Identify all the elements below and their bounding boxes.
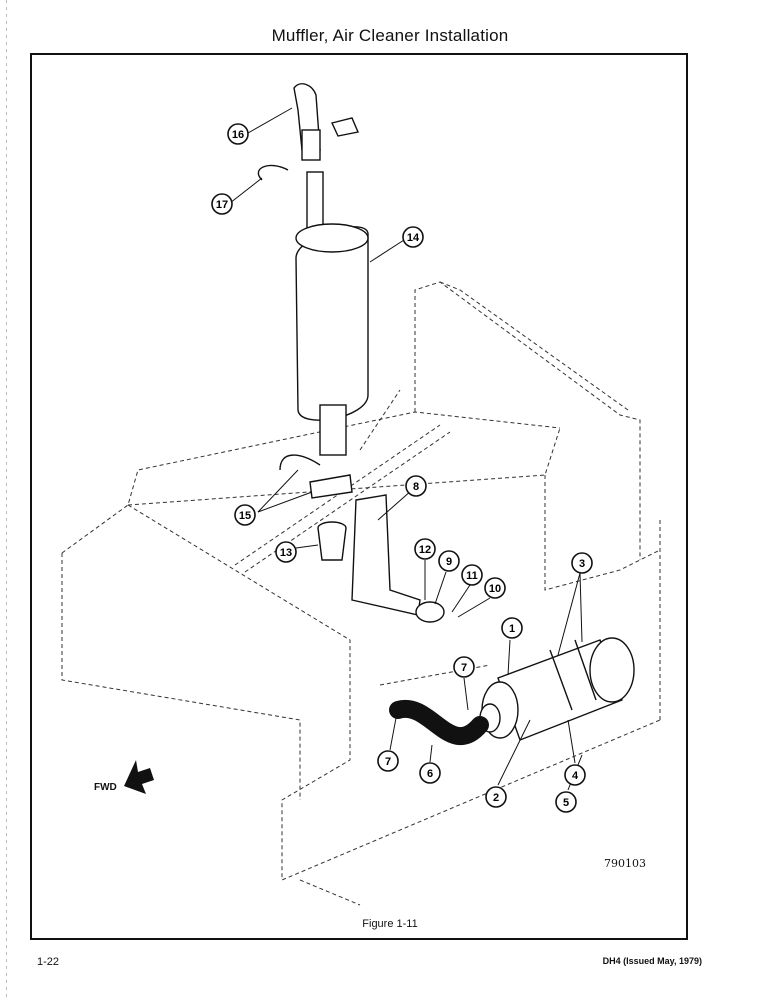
callout-2: 2 <box>485 786 507 808</box>
svg-text:17: 17 <box>216 199 228 211</box>
clamp-saddle-15 <box>309 474 353 499</box>
svg-text:11: 11 <box>466 570 478 582</box>
svg-text:1: 1 <box>509 623 515 635</box>
callout-8: 8 <box>405 475 427 497</box>
page-number: 1-22 <box>37 956 60 968</box>
svg-text:15: 15 <box>239 510 251 522</box>
mounting-band-2 <box>574 639 597 701</box>
callout-3: 3 <box>571 552 593 574</box>
air-cleaner-cap <box>589 637 635 703</box>
forward-arrow-icon <box>124 760 154 794</box>
svg-text:6: 6 <box>427 768 433 780</box>
svg-text:7: 7 <box>461 662 467 674</box>
leader-lines <box>229 107 583 791</box>
svg-text:10: 10 <box>489 583 501 595</box>
svg-text:5: 5 <box>563 797 569 809</box>
callout-11: 11 <box>461 564 483 586</box>
forward-label: FWD <box>94 782 117 793</box>
air-cleaner-assembly <box>479 637 635 741</box>
figure-caption: Figure 1-11 <box>362 918 418 930</box>
callout-5: 5 <box>555 791 577 813</box>
callout-4: 4 <box>564 764 586 786</box>
callout-14: 14 <box>402 226 424 248</box>
u-bolt-15 <box>279 454 321 471</box>
svg-text:9: 9 <box>446 556 452 568</box>
drawing-number: 790103 <box>604 857 646 870</box>
callout-10: 10 <box>484 577 506 599</box>
svg-text:13: 13 <box>280 547 292 559</box>
callout-13: 13 <box>275 541 297 563</box>
svg-text:12: 12 <box>419 544 431 556</box>
page-title: Muffler, Air Cleaner Installation <box>271 26 509 45</box>
document-reference: DH4 (Issued May, 1979) <box>602 956 702 966</box>
u-bolt-17 <box>257 164 289 181</box>
svg-text:7: 7 <box>385 756 391 768</box>
callout-1: 1 <box>501 617 523 639</box>
clamp-saddle-top <box>331 117 359 137</box>
exhaust-extension <box>301 129 321 161</box>
flange-9 <box>415 601 445 623</box>
callout-7-lower: 7 <box>377 750 399 772</box>
callout-16: 16 <box>227 123 249 145</box>
mounting-bracket <box>351 494 421 616</box>
mounting-band-1 <box>549 649 573 711</box>
callout-7-upper: 7 <box>453 656 475 678</box>
bracket-assembly <box>317 494 445 623</box>
svg-text:8: 8 <box>413 481 419 493</box>
callout-12: 12 <box>414 538 436 560</box>
svg-text:14: 14 <box>407 232 420 244</box>
callout-bubbles: 16 17 14 8 15 13 12 9 11 10 3 1 7 7 6 2 … <box>211 123 593 813</box>
svg-text:16: 16 <box>232 129 244 141</box>
scan-edge-mark <box>6 0 7 1000</box>
callout-15: 15 <box>234 504 256 526</box>
svg-text:3: 3 <box>579 558 585 570</box>
muffler-inlet-pipe <box>319 404 347 456</box>
figure-frame <box>30 53 688 940</box>
callout-9: 9 <box>438 550 460 572</box>
muffler-assembly <box>257 83 369 499</box>
vehicle-body-outline <box>61 281 661 906</box>
svg-text:2: 2 <box>493 792 499 804</box>
muffler-body <box>295 226 369 421</box>
intake-hose-6 <box>389 699 489 745</box>
callout-6: 6 <box>419 762 441 784</box>
muffler-top <box>295 223 369 253</box>
svg-text:4: 4 <box>572 770 579 782</box>
callout-17: 17 <box>211 193 233 215</box>
adapter-13 <box>317 527 347 561</box>
